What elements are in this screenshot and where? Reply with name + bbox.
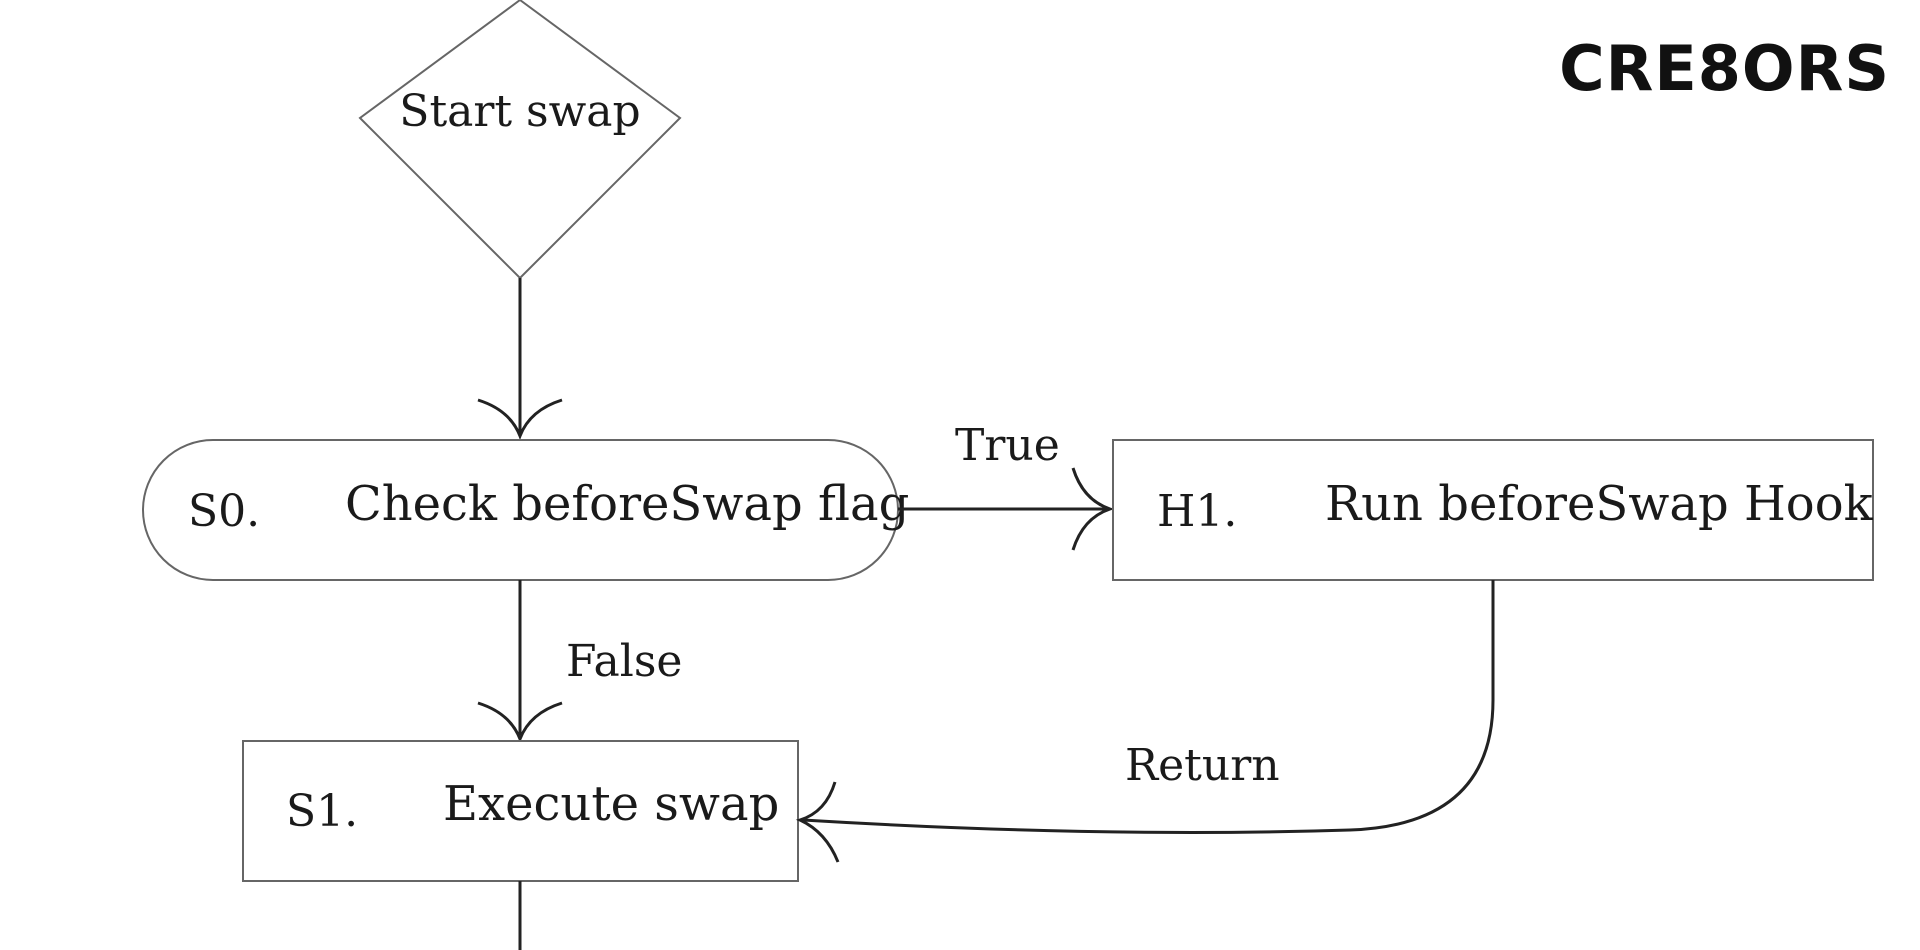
start-diamond-shape [358,0,682,280]
edge-s0-to-h1: True [898,420,1115,551]
s0-label: Check beforeSwap flag [345,476,909,532]
return-label: Return [1125,740,1280,791]
start-label: Start swap [399,86,640,137]
arrow-head-icon [477,701,563,744]
arrow-head-icon [795,781,840,863]
s1-id: S1. [286,786,358,837]
arrow-head-icon [1071,467,1115,551]
cre8ors-logo: CRE8ORS [1559,32,1890,105]
false-label: False [566,636,682,687]
edge-curve [802,580,1495,834]
h1-id: H1. [1157,486,1237,537]
h1-label: Run beforeSwap Hook [1325,476,1874,532]
s1-node: S1. Execute swap [242,740,799,882]
edge-s0-to-s1: False [477,580,682,744]
start-node: Start swap [358,0,682,280]
s0-node: S0. Check beforeSwap flag [142,439,909,581]
edge-start-to-s0 [477,278,563,441]
s1-label: Execute swap [443,776,779,832]
edge-h1-to-s1: Return [795,580,1495,863]
arrow-head-icon [477,398,563,441]
true-label: True [955,420,1060,471]
h1-node: H1. Run beforeSwap Hook [1112,439,1874,581]
s0-id: S0. [188,486,260,537]
